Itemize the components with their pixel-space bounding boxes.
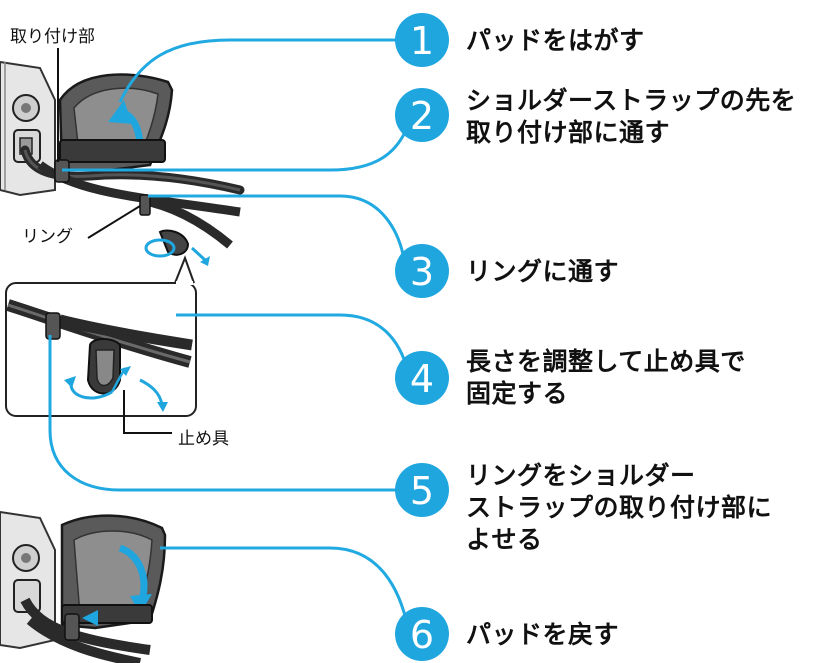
label-ring: リング (22, 227, 73, 247)
step-text-3: リングに通す (466, 256, 619, 288)
step-6-line-1: パッドを戻す (466, 620, 620, 649)
step-text-5: リングをショルダー ストラップの取り付け部に よせる (466, 460, 772, 556)
callout-lines (57, 48, 172, 434)
top-camera-illustration (0, 60, 245, 266)
step-2-line-2: 取り付け部に通す (466, 118, 671, 147)
step-text-2: ショルダーストラップの先を 取り付け部に通す (466, 85, 796, 149)
step-badge-4 (395, 351, 449, 405)
leader-line-1 (118, 38, 400, 103)
step-badge-6 (395, 607, 449, 661)
callout-line-ring (87, 205, 141, 239)
step-5-line-3: よせる (466, 525, 543, 554)
step-number-5: 5 (410, 469, 434, 513)
step-5-line-2: ストラップの取り付け部に (466, 493, 773, 522)
step-text-6: パッドを戻す (466, 619, 619, 651)
leader-line-4 (176, 313, 410, 373)
callout-line-stopper (123, 390, 172, 434)
step-number-6: 6 (410, 613, 434, 657)
step-badge-1 (395, 13, 449, 67)
label-stopper: 止め具 (178, 429, 229, 449)
step-number-3: 3 (410, 250, 434, 294)
step-4-line-1: 長さを調整して止め具で (466, 347, 746, 376)
step-text-1: パッドをはがす (466, 25, 645, 57)
step-4-line-2: 固定する (466, 379, 569, 408)
step-number-1: 1 (410, 19, 434, 63)
step-badge-5 (395, 463, 449, 517)
step-1-line-1: パッドをはがす (466, 26, 645, 55)
step-2-line-1: ショルダーストラップの先を (466, 86, 797, 115)
step-badges: 1 2 3 4 5 6 (395, 13, 449, 661)
step-badge-3 (395, 244, 449, 298)
detail-inset (5, 255, 197, 417)
step-number-4: 4 (410, 357, 434, 401)
step-3-line-1: リングに通す (466, 257, 620, 286)
step-5-line-1: リングをショルダー (466, 461, 696, 490)
step-text-4: 長さを調整して止め具で 固定する (466, 346, 746, 410)
curved-down-arrow-icon (118, 544, 148, 601)
leader-line-6 (160, 546, 410, 629)
step-number-2: 2 (410, 94, 434, 138)
step-badge-2 (395, 88, 449, 142)
label-attachment: 取り付け部 (10, 27, 95, 47)
bottom-camera-illustration (0, 510, 167, 663)
leader-line-5 (48, 335, 400, 492)
